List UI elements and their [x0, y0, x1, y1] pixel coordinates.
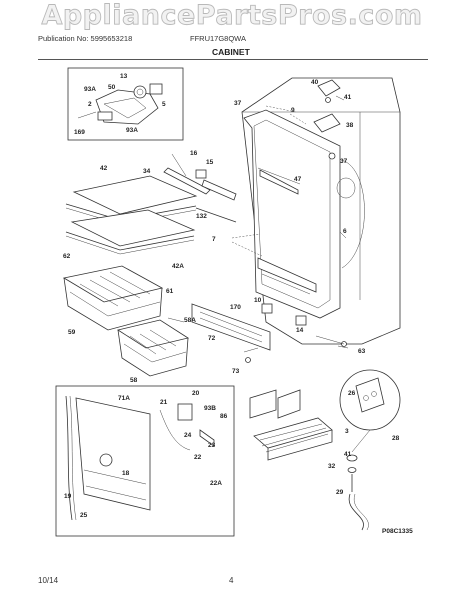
callout-13: 13 [120, 73, 128, 80]
callout-22a: 22A [210, 480, 222, 487]
top-hinge-parts [313, 79, 341, 160]
figure-code: P08C1335 [382, 528, 413, 535]
footer-date: 10/14 [38, 576, 59, 585]
callout-20: 20 [192, 390, 200, 397]
model-number: FFRU17G8QWA [190, 34, 246, 43]
callout-38: 38 [346, 122, 354, 129]
callout-50: 50 [108, 84, 116, 91]
publication-number: Publication No: 5995653218 [38, 34, 133, 43]
callout-93b: 93B [204, 405, 216, 412]
callout-169: 169 [74, 129, 85, 136]
callout-labels: 40 41 38 37 9 37 6 47 16 15 34 42 132 7 … [63, 73, 413, 535]
callout-61: 61 [166, 288, 174, 295]
callout-16: 16 [190, 150, 198, 157]
callout-62: 62 [63, 253, 71, 260]
callout-32: 32 [328, 463, 336, 470]
callout-37b: 37 [340, 158, 348, 165]
callout-10: 10 [254, 297, 262, 304]
callout-7: 7 [212, 236, 216, 243]
footer-page-number: 4 [229, 576, 234, 585]
callout-5: 5 [162, 101, 166, 108]
callout-93a-2: 93A [126, 127, 138, 134]
callout-6: 6 [343, 228, 347, 235]
callout-170: 170 [230, 304, 241, 311]
callout-58a: 58A [184, 317, 196, 324]
callout-19: 19 [64, 493, 72, 500]
leader-lines [167, 95, 371, 453]
evaporator-cover-inset [55, 385, 235, 537]
callout-40: 40 [311, 79, 319, 86]
callout-2: 2 [88, 101, 92, 108]
wire-baskets [62, 265, 190, 377]
callout-71a: 71A [118, 395, 130, 402]
callout-18: 18 [122, 470, 130, 477]
shelf-rails [195, 169, 237, 223]
leveling-leg [346, 454, 369, 531]
callout-132: 132 [196, 213, 207, 220]
callout-21: 21 [160, 399, 168, 406]
callout-47: 47 [294, 176, 302, 183]
cabinet-body [241, 77, 401, 345]
callout-29: 29 [336, 489, 344, 496]
callout-72: 72 [208, 335, 216, 342]
defrost-heater [249, 389, 333, 461]
callout-28: 28 [392, 435, 400, 442]
callout-15: 15 [206, 159, 214, 166]
callout-42: 42 [100, 165, 108, 172]
callout-37: 37 [234, 100, 242, 107]
page-title: CABINET [212, 47, 250, 57]
callout-34: 34 [143, 168, 151, 175]
glass-shelves [65, 167, 211, 255]
callout-24: 24 [184, 432, 192, 439]
callout-86: 86 [220, 413, 228, 420]
watermark: AppliancePartsPros.com [41, 0, 423, 31]
callout-42a: 42A [172, 263, 184, 270]
header-rule [38, 59, 428, 60]
callout-63: 63 [358, 348, 366, 355]
callout-41: 41 [344, 94, 352, 101]
hinge-detail-circle [339, 369, 401, 431]
callout-58: 58 [130, 377, 138, 384]
callout-14: 14 [296, 327, 304, 334]
callout-93a: 93A [84, 86, 96, 93]
callout-3: 3 [345, 428, 349, 435]
callout-9: 9 [291, 107, 295, 114]
fan-assembly-inset [67, 67, 184, 141]
callout-26: 26 [348, 390, 356, 397]
callout-22: 22 [194, 454, 202, 461]
callout-41b: 41 [344, 451, 352, 458]
callout-73: 73 [232, 368, 240, 375]
callout-25: 25 [80, 512, 88, 519]
callout-59: 59 [68, 329, 76, 336]
callout-23: 23 [208, 442, 216, 449]
